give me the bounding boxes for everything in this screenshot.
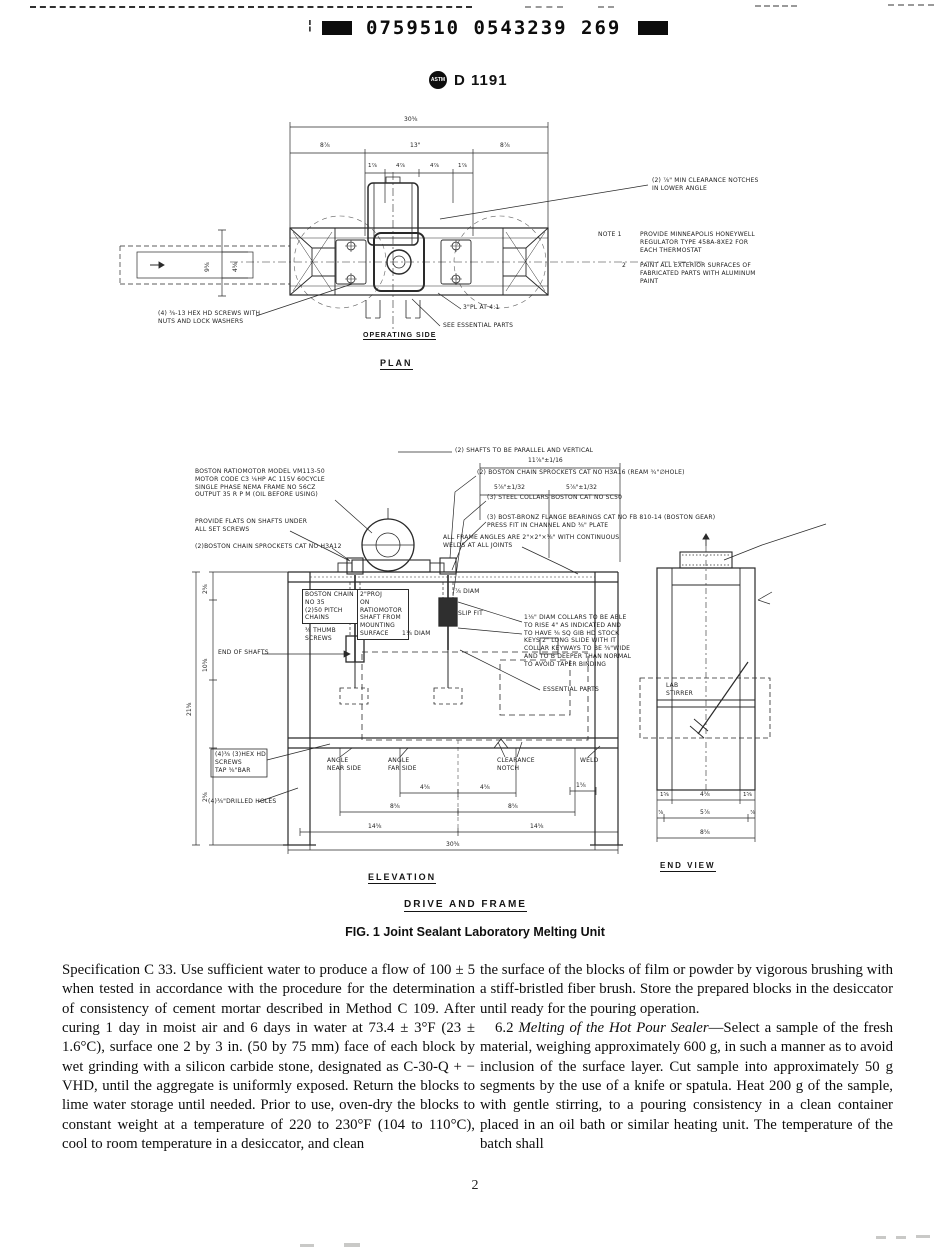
elev-ann-shafts-parallel: (2) SHAFTS TO BE PARALLEL AND VERTICAL — [455, 447, 594, 454]
page-number: 2 — [471, 1178, 479, 1193]
endview-dim-r2c: ⅞ — [750, 810, 756, 816]
plan-ann-see-essential: SEE ESSENTIAL PARTS — [443, 322, 514, 329]
plan-dim-side-inner: 4⅝ — [232, 262, 239, 272]
elev-dim-b1: 4⅝ — [420, 784, 430, 791]
end-view-title: END VIEW — [660, 861, 716, 872]
elev-ann-proj: 2"PROJ ON RATIOMOTOR SHAFT FROM MOUNTING… — [357, 589, 409, 640]
scan-dash-3 — [755, 5, 797, 7]
plan-ann-hex-screws: (4) ⅜-13 HEX HD SCREWS WITH NUTS AND LOC… — [158, 310, 261, 325]
elev-ann-bearings: (3) BOST-BRONZ FLANGE BEARINGS CAT NO FB… — [487, 514, 716, 529]
elev-dim-b5: 8⅝ — [508, 803, 518, 810]
elev-dim-b2: 4⅝ — [480, 784, 490, 791]
scan-top-dash-line — [30, 6, 472, 8]
elev-ann-diam-118: 1⅛ DIAM — [402, 630, 431, 637]
plan-dim-left: 8⅞ — [320, 142, 330, 149]
elev-ann-collar-rise: 1⅛" DIAM COLLARS TO BE ABLE TO RISE 4" A… — [524, 614, 632, 668]
plan-drawing — [119, 122, 705, 330]
endview-dim-r1c: 1⅝ — [743, 792, 752, 798]
elev-dim-b7: 14⅝ — [530, 823, 544, 830]
scan-mark-5 — [916, 1235, 930, 1238]
elev-ann-essential: ESSENTIAL PARTS — [543, 686, 600, 693]
scan-block-left — [322, 21, 352, 35]
plan-ann-3pl: 3"PL AT 4:1 — [463, 304, 500, 311]
scan-prefix: ¦ — [306, 18, 316, 33]
elev-ann-thumb: ⅜ THUMB SCREWS — [305, 627, 336, 642]
elev-dim-left3: 2⅝ — [202, 792, 209, 802]
scan-number: 0759510 0543239 269 — [366, 17, 622, 39]
endview-ann-lab-stirrer: LAB STIRRER — [666, 682, 693, 697]
note2-text: PAINT ALL EXTERIOR SURFACES OF FABRICATE… — [640, 262, 756, 285]
plan-title: PLAN — [380, 358, 413, 370]
plan-dim-overall: 30⅜ — [404, 116, 418, 123]
plan-operating-side-label: OPERATING SIDE — [363, 332, 437, 340]
scan-mark-3 — [876, 1236, 886, 1239]
scan-mark-2 — [344, 1243, 360, 1247]
elev-dim-top2: 5⅞"±1/32 — [494, 484, 525, 491]
elev-dim-left2: 10⅝ — [202, 658, 209, 672]
elev-ann-slip-fit: SLIP FIT — [458, 610, 483, 617]
end-view-drawing — [639, 533, 773, 842]
scan-dash-2 — [598, 6, 614, 8]
body-left-column: Specification C 33. Use sufficient water… — [62, 961, 475, 1154]
elevation-title: ELEVATION — [368, 872, 437, 884]
plan-dim-s2: 4⅞ — [396, 163, 405, 169]
elev-ann-angle-near: ANGLE NEAR SIDE — [327, 757, 362, 772]
note2-label: 2 — [622, 262, 627, 269]
elev-ann-motor: BOSTON RATIOMOTOR MODEL VM113-50 MOTOR C… — [195, 468, 325, 499]
right-paragraph-2: 6.2 Melting of the Hot Pour Sealer—Selec… — [480, 1019, 893, 1154]
elev-ann-clearance-notch: CLEARANCE NOTCH — [497, 757, 535, 772]
elev-ann-weld: WELD — [580, 757, 599, 764]
scan-dash-4 — [888, 4, 934, 6]
elev-dim-left-overall: 21⅝ — [186, 702, 193, 716]
elev-ann-diam-78: ⅞ DIAM — [455, 588, 480, 595]
plan-dim-right: 8⅞ — [500, 142, 510, 149]
elev-dim-b4: 8⅝ — [390, 803, 400, 810]
endview-dim-r2a: ⅞ — [658, 810, 664, 816]
scan-block-right — [638, 21, 668, 35]
figure-caption: FIG. 1 Joint Sealant Laboratory Melting … — [345, 925, 605, 939]
elev-ann-hex-screws2: (4)⅜ (3)HEX HD SCREWS TAP ⅜"BAR — [215, 751, 266, 774]
elev-ann-drilled: (4)⅜"DRILLED HOLES — [208, 798, 277, 805]
right-paragraph-1: the surface of the blocks of film or pow… — [480, 962, 893, 1017]
elev-dim-b8: 30⅜ — [446, 841, 460, 848]
doc-code: D 1191 — [454, 72, 508, 89]
endview-dim-r2b: 5⅞ — [700, 809, 710, 816]
note1-label: NOTE 1 — [598, 231, 622, 238]
note1-text: PROVIDE MINNEAPOLIS HONEYWELL REGULATOR … — [640, 231, 755, 254]
endview-dim-r3: 8⅝ — [700, 829, 710, 836]
elev-ann-flats: PROVIDE FLATS ON SHAFTS UNDER ALL SET SC… — [195, 518, 308, 533]
elev-ann-sprockets-right: (2) BOSTON CHAIN SPROCKETS CAT NO H3A16 … — [477, 469, 685, 476]
elev-dim-b3: 1⅝ — [576, 782, 586, 789]
elev-dim-top3: 5⅞"±1/32 — [566, 484, 597, 491]
elev-dim-left1: 2⅝ — [202, 584, 209, 594]
body-right-column: the surface of the blocks of film or pow… — [480, 961, 893, 1154]
plan-dim-s4: 1⅞ — [458, 163, 467, 169]
plan-dim-s3: 4⅞ — [430, 163, 439, 169]
drive-and-frame-label: DRIVE AND FRAME — [404, 899, 527, 912]
astm-logo: ASTM — [429, 71, 447, 89]
plan-dim-center: 13" — [410, 142, 421, 149]
elev-ann-collars: (3) STEEL COLLARS BOSTON CAT NO SC50 — [487, 494, 623, 501]
plan-ann-clearance: (2) ⅞" MIN CLEARANCE NOTCHES IN LOWER AN… — [652, 177, 759, 192]
section-heading-italic: Melting of the Hot Pour Sealer — [518, 1020, 709, 1037]
plan-dim-side-overall: 9⅝ — [204, 262, 211, 272]
elev-ann-frame-angles: ALL FRAME ANGLES ARE 2"×2"×⅜" WITH CONTI… — [443, 534, 620, 549]
elev-ann-sprockets-left: (2)BOSTON CHAIN SPROCKETS CAT NO H3A12 — [195, 543, 342, 550]
left-paragraph: Specification C 33. Use sufficient water… — [62, 962, 475, 1153]
scan-dash-1 — [525, 6, 563, 8]
section-body: —Select a sample of the fresh material, … — [480, 1020, 893, 1153]
plan-dim-s1: 1⅞ — [368, 163, 377, 169]
endview-dim-r1b: 4⅝ — [700, 791, 710, 798]
elev-ann-end-of-shafts: END OF SHAFTS — [218, 649, 269, 656]
elev-dim-top1: 11⅞"±1/16 — [528, 457, 563, 464]
endview-dim-r1a: 1⅝ — [660, 792, 669, 798]
scan-mark-4 — [896, 1236, 906, 1239]
elev-ann-angle-far: ANGLE FAR SIDE — [388, 757, 417, 772]
scan-mark-1 — [300, 1244, 314, 1247]
figure-line-art — [119, 122, 827, 854]
section-number: 6.2 — [495, 1020, 519, 1037]
elev-dim-b6: 14⅝ — [368, 823, 382, 830]
elev-ann-chain: BOSTON CHAIN NO 35 (2)50 PITCH CHAINS — [302, 589, 360, 625]
